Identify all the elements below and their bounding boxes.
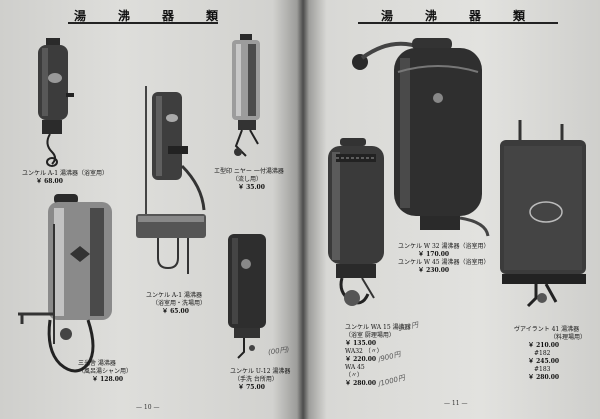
- caption-name: ユンケル A-1 湯沸器: [146, 292, 202, 299]
- heater-vaillant-illustration: [500, 120, 586, 308]
- caption-price: ￥ 245.00: [528, 358, 560, 365]
- caption-detail: （〃）: [345, 372, 364, 379]
- heater-sink-illustration: [232, 34, 260, 157]
- caption-vaillant: ヴアイラント 41 湯沸器 （料理場用） ￥ 210.00 #182 ￥ 245…: [514, 326, 586, 382]
- right-title-rule: [358, 22, 558, 24]
- caption-price: ￥ 35.00: [238, 184, 265, 191]
- heater-u12-illustration: [228, 234, 266, 359]
- right-page-number: — 11 —: [444, 400, 468, 407]
- caption-a1-bath: ユンケル A-1 湯沸器（浴室用） ￥ 68.00: [22, 170, 108, 186]
- caption-price: ￥ 210.00: [528, 342, 560, 349]
- heater-a1-washroom-illustration: [136, 86, 206, 274]
- caption-price: ￥ 68.00: [36, 178, 63, 185]
- caption-price: ￥ 128.00: [92, 376, 124, 383]
- caption-sink-heater: エ型印 ニヤー 一付湯沸器 （流し用） ￥ 35.00: [214, 168, 284, 192]
- caption-price: ￥ 75.00: [238, 384, 265, 391]
- caption-detail: （流し用）: [232, 176, 263, 183]
- caption-name: ヴアイラント 41 湯沸器: [514, 326, 580, 333]
- caption-detail: （浴室用・洗場用）: [152, 300, 207, 307]
- caption-price: ￥ 230.00: [418, 267, 450, 274]
- caption-price: ￥ 280.00: [345, 380, 377, 387]
- caption-sankosha: 三光舎 湯沸器 （風呂湯シャン用） ￥ 128.00: [78, 360, 132, 384]
- heater-sankosha-illustration: [18, 194, 112, 373]
- caption-u12: ユンケル U-12 湯沸器 （手洗 台所用） ￥ 75.00: [230, 368, 290, 392]
- caption-name: エ型印 ニヤー 一付湯沸器: [214, 168, 284, 175]
- caption-name: ユンケル W 32 湯沸器（浴室用）: [398, 243, 490, 250]
- caption-name: ユンケル A-1 湯沸器（浴室用）: [22, 170, 108, 177]
- caption-detail: （手洗 台所用）: [234, 376, 278, 383]
- caption-model: #182: [534, 350, 551, 357]
- caption-name: ユンケル WA 15 湯沸器: [345, 324, 411, 331]
- caption-price: ￥ 220.00: [345, 356, 377, 363]
- caption-name: 三光舎 湯沸器: [78, 360, 116, 367]
- caption-name: ユンケル U-12 湯沸器: [230, 368, 291, 375]
- right-page-title: 湯 沸 器 類: [381, 9, 536, 23]
- left-page-title: 湯 沸 器 類: [74, 9, 229, 23]
- caption-detail: （料理場用）: [550, 334, 587, 341]
- heater-wa15-illustration: [328, 138, 384, 306]
- caption-model: #183: [534, 366, 551, 373]
- caption-model: WA 45: [345, 364, 365, 371]
- caption-detail: （風呂湯シャン用）: [78, 368, 133, 375]
- caption-a1-washroom: ユンケル A-1 湯沸器 （浴室用・洗場用） ￥ 65.00: [146, 292, 206, 316]
- caption-w32-w45: ユンケル W 32 湯沸器（浴室用） ￥ 170.00 ユンケル W 45 湯沸…: [398, 243, 490, 275]
- heater-a1-bath-illustration: [38, 38, 74, 167]
- caption-detail: （浴室 厨理場用）: [345, 332, 395, 339]
- caption-price: ￥ 65.00: [162, 308, 189, 315]
- heater-w32-w45-illustration: [352, 38, 490, 237]
- book-gutter: [297, 0, 309, 419]
- caption-name: ユンケル W 45 湯沸器（浴室用）: [398, 259, 490, 266]
- left-page-number: — 10 —: [136, 404, 160, 411]
- caption-price: ￥ 170.00: [418, 251, 450, 258]
- caption-wa15: ユンケル WA 15 湯沸器 （浴室 厨理場用） ￥ 135.00 WA32 （…: [345, 324, 411, 388]
- caption-model: WA32 （〃）: [345, 348, 383, 355]
- left-title-rule: [68, 22, 218, 24]
- caption-price: ￥ 280.00: [528, 374, 560, 381]
- caption-price: ￥ 135.00: [345, 340, 377, 347]
